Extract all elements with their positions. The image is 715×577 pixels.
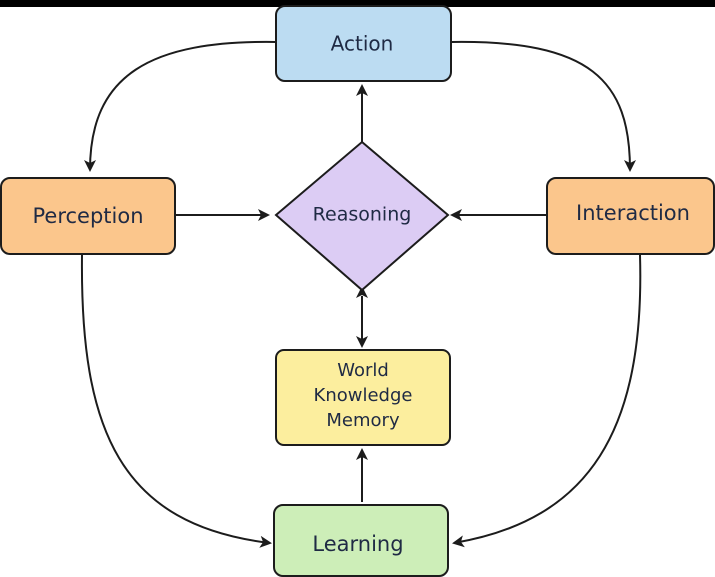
action-box [275,5,452,82]
memory-box [275,349,451,446]
arrow-action-to-interaction [451,40,636,172]
reasoning-diamond [274,140,450,292]
perception-box [0,177,176,255]
memory-label-line-1: World [337,360,389,381]
learning-box [273,504,449,577]
memory-label-line-3: Memory [326,410,400,431]
memory-label-line-2: Knowledge [314,385,413,406]
reasoning-node: Reasoning [274,140,450,292]
perception-node: Perception [0,177,176,255]
memory-node: World Knowledge Memory [275,349,451,446]
arrow-action-to-perception [84,40,277,172]
interaction-label: Interaction [576,201,690,225]
action-label: Action [331,32,394,56]
arrow-perception-to-learning [80,254,272,548]
learning-node: Learning [273,504,449,577]
top-black-bar [0,0,715,7]
interaction-node: Interaction [546,177,715,255]
interaction-box [546,177,715,255]
reasoning-label: Reasoning [313,204,412,226]
arrow-interaction-to-learning [452,254,642,548]
learning-label: Learning [312,532,403,556]
action-node: Action [275,5,452,82]
perception-label: Perception [32,204,143,228]
